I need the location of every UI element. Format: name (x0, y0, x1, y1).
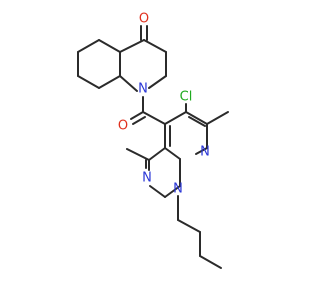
cyclohexane-ring (77, 39, 121, 89)
oxygen-ketone-label: O (139, 12, 149, 27)
chemical-structure: O N O Cl N N N (77, 12, 229, 269)
nitrogen-quinoline-label: N (138, 82, 148, 97)
methyl-pyridine (206, 111, 229, 125)
oxygen-amide-label: O (118, 119, 128, 134)
atom-labels: O N O Cl N N N (118, 12, 210, 197)
butyl-chain (177, 195, 222, 269)
ketone-carbonyl (140, 25, 148, 41)
piperidinone-ring (119, 39, 167, 92)
nitrogen-pyridine-label: N (200, 145, 210, 160)
chlorine-label: Cl (180, 90, 193, 105)
nitrogen-pyrazole-1-label: N (173, 182, 183, 197)
pyrazole-ring (145, 147, 181, 198)
methyl-pyrazole (126, 148, 150, 161)
amide-linkage (130, 96, 166, 125)
pyridine-ring (164, 111, 208, 160)
nitrogen-pyrazole-2-label: N (142, 171, 152, 186)
